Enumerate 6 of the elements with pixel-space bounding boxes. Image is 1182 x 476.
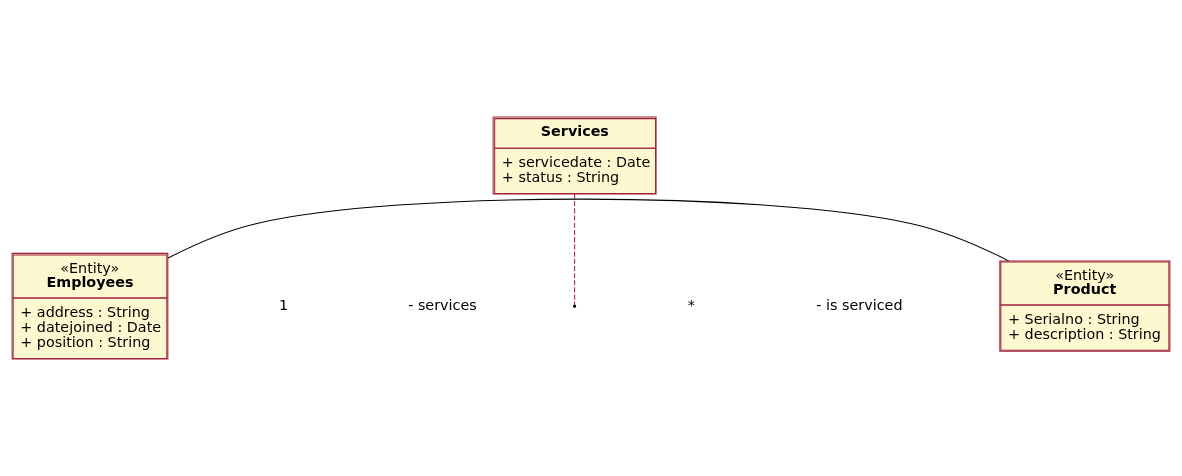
- label: - is serviced: [816, 296, 903, 313]
- label: *: [687, 296, 695, 313]
- connector: [574, 193, 576, 306]
- label: - services: [408, 296, 477, 313]
- label: 1: [279, 296, 289, 313]
- connector: [167, 198, 1010, 262]
